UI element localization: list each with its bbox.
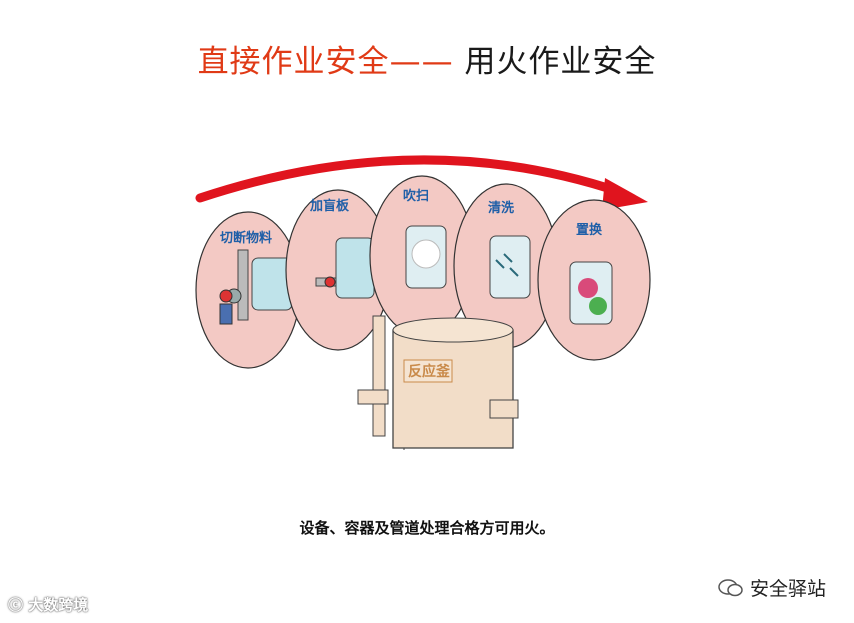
step-label-5: 置换 [576, 222, 603, 238]
wechat-icon [718, 578, 743, 596]
water-spray-icon [495, 253, 519, 277]
step-bubble-5 [537, 199, 651, 361]
gas-replace-icon [578, 278, 598, 298]
step-bubble-2 [285, 189, 391, 351]
title-part2: 用火作业安全 [464, 44, 657, 80]
arrow-head-icon [602, 178, 648, 210]
step-label-3: 吹扫 [403, 188, 429, 204]
process-illustration: 切断物料 加盲板 吹扫 清洗 置换 反应釜 [195, 155, 651, 450]
caption: 设备、容器及管道处理合格方可用火。 [299, 519, 555, 537]
blind-plate-icon [324, 276, 336, 288]
step-label-4: 清洗 [488, 200, 514, 216]
page-title: 直接作业安全—— 用火作业安全 [0, 36, 854, 81]
tank-label: 反应釜 [408, 363, 451, 380]
step-bubble-3 [369, 175, 475, 337]
title-part1: 直接作业安全 [197, 44, 390, 80]
watermark-left: ⓒ 大数跨境 [8, 596, 89, 614]
step-bubble-1 [195, 211, 301, 369]
step-label-2: 加盲板 [309, 198, 350, 214]
worker-icon [219, 289, 233, 303]
watermark-right: 安全驿站 [718, 574, 826, 601]
reactor-tank: 反应釜 [357, 315, 519, 450]
step-label-1: 切断物料 [220, 230, 272, 246]
title-dash: —— [389, 44, 454, 80]
watermark-logo-icon: ⓒ [8, 596, 24, 614]
process-arrow [195, 155, 625, 203]
steam-icon [411, 239, 441, 269]
